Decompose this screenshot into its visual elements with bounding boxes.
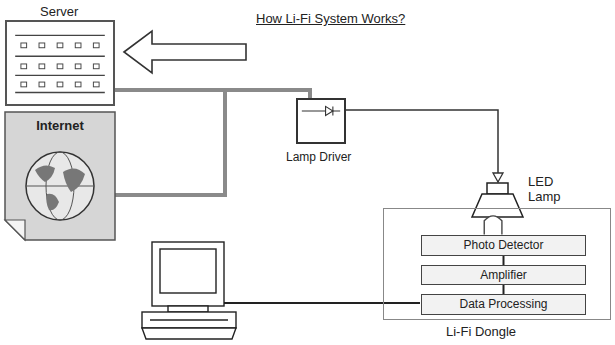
- server-led: [21, 64, 27, 69]
- process-box: Data Processing: [421, 294, 586, 315]
- connector: [115, 90, 310, 195]
- driver-drawing: [298, 100, 344, 142]
- node-label: Photo Detector: [422, 236, 585, 255]
- internet-box: Internet: [5, 112, 115, 240]
- diagram-title: How Li-Fi System Works?: [256, 11, 405, 26]
- node-label: Amplifier: [422, 266, 585, 284]
- server-box: Server: [5, 20, 115, 106]
- arrow-head: [493, 173, 503, 182]
- node-label: Lamp Driver: [286, 150, 351, 164]
- line-element: [150, 319, 228, 320]
- server-led: [75, 64, 81, 69]
- led-lamp: LED Lamp: [470, 183, 525, 218]
- diode-bar: [332, 106, 333, 115]
- folded-corner: [5, 220, 25, 240]
- equator: [26, 186, 94, 187]
- server-led: [93, 43, 99, 48]
- rect-element: [142, 312, 236, 328]
- data-wire: [224, 302, 420, 304]
- diode-symbol: [326, 106, 333, 115]
- server-led: [57, 82, 63, 87]
- hollow-arrow: [124, 31, 246, 73]
- server-led: [57, 64, 63, 69]
- connector-line: [503, 285, 505, 294]
- driver-wire: [302, 110, 340, 111]
- node-label: Li-Fi Dongle: [446, 324, 516, 339]
- server-rail: [15, 92, 105, 93]
- computer-icon: [142, 242, 236, 339]
- lamp-driver-box: Lamp Driver: [296, 98, 346, 144]
- connector-line: [503, 256, 505, 265]
- continent: [46, 194, 59, 211]
- dongle-box: Li-Fi DonglePhoto DetectorAmplifierData …: [383, 208, 611, 320]
- server-rail: [15, 35, 105, 36]
- sensor-dome: [484, 216, 502, 235]
- connector-line: [346, 110, 498, 182]
- server-rail: [15, 75, 105, 76]
- server-drawing: [7, 22, 113, 104]
- rect-element: [168, 306, 208, 312]
- server-led: [93, 64, 99, 69]
- server-led: [75, 43, 81, 48]
- node-label: Data Processing: [422, 295, 585, 314]
- server-led: [39, 64, 45, 69]
- continent: [35, 165, 55, 182]
- polygon-element: [142, 328, 236, 339]
- node-label: LED Lamp: [528, 174, 566, 204]
- server-led: [21, 43, 27, 48]
- process-box: Photo Detector: [421, 235, 586, 256]
- server-led: [57, 43, 63, 48]
- connector: [503, 285, 504, 294]
- connector-line: [115, 90, 310, 195]
- rect-element: [160, 249, 216, 293]
- connector: [346, 110, 503, 182]
- connector: [503, 256, 504, 265]
- server-led: [21, 82, 27, 87]
- lamp-base: [487, 183, 508, 194]
- rect-element: [152, 242, 224, 306]
- page-shape: [5, 112, 115, 240]
- continent: [63, 168, 85, 192]
- server-led: [39, 82, 45, 87]
- lamp-shade: [472, 194, 523, 217]
- globe: [26, 152, 94, 220]
- node-label: Server: [40, 4, 78, 19]
- server-led: [39, 43, 45, 48]
- server-led: [75, 82, 81, 87]
- process-box: Amplifier: [421, 265, 586, 285]
- node-label: Internet: [5, 118, 115, 133]
- lamp-drawing: [470, 183, 525, 218]
- server-rail: [15, 56, 105, 57]
- server-led: [93, 82, 99, 87]
